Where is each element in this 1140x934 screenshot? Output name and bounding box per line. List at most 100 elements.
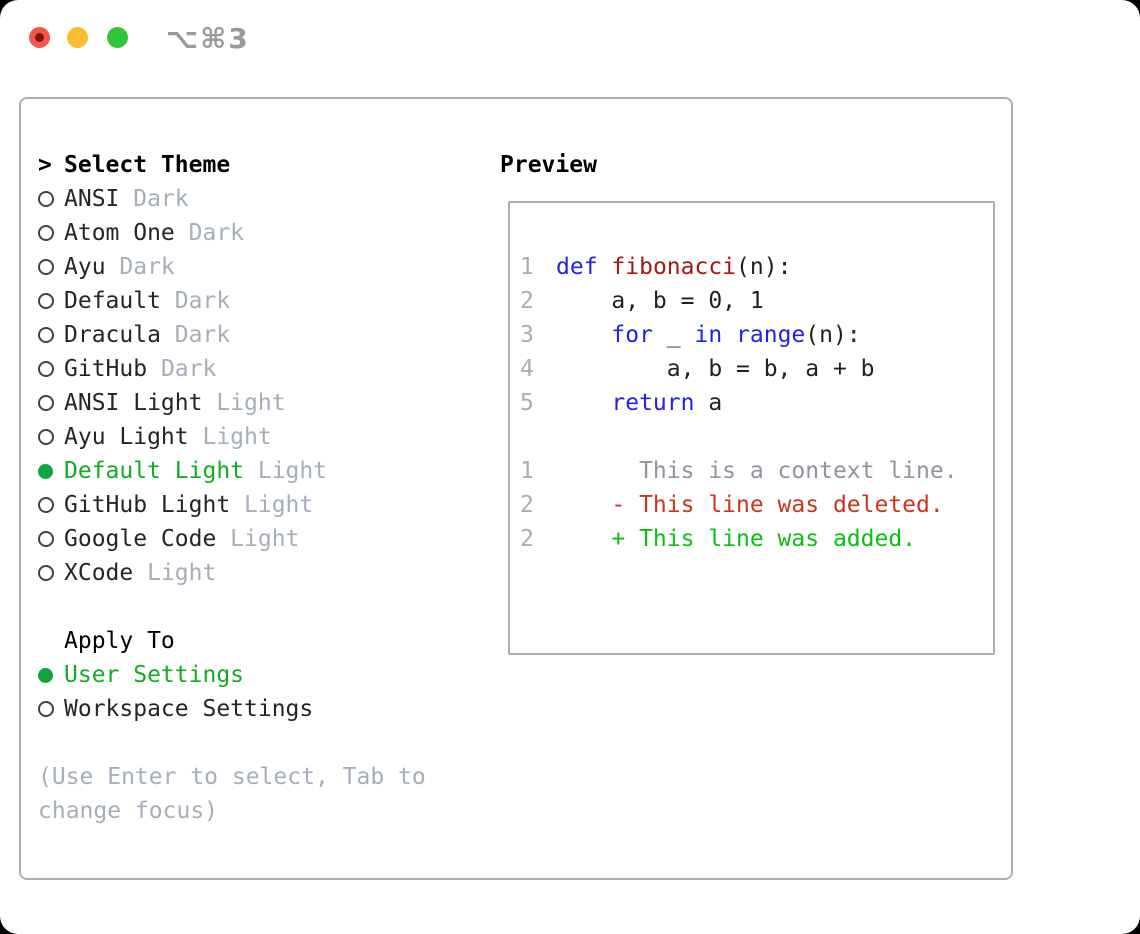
theme-variant: Dark: [147, 356, 217, 382]
radio-cell: [38, 182, 64, 216]
line-number: 4: [520, 356, 534, 382]
diff-line: 2 + This line was added.: [520, 522, 993, 556]
apply-option[interactable]: Workspace Settings: [38, 692, 313, 726]
diff-content: - This line was deleted.: [556, 492, 944, 518]
line-number: 2: [520, 288, 534, 314]
code-line: 5 return a: [520, 386, 993, 420]
code-token: a: [694, 390, 723, 416]
apply-option-label: Workspace Settings: [64, 696, 314, 722]
apply-option-label: User Settings: [64, 662, 245, 688]
theme-option[interactable]: Default Dark: [38, 284, 327, 318]
radio-unselected-icon: [38, 361, 54, 377]
apply-to-header: Apply To: [38, 624, 313, 658]
code-content: def fibonacci(n):: [556, 254, 791, 280]
theme-variant: Dark: [119, 186, 189, 212]
code-token: [556, 390, 611, 416]
code-token: range: [736, 322, 806, 348]
code-token: in: [694, 322, 723, 348]
theme-option[interactable]: GitHub Dark: [38, 352, 327, 386]
theme-name: Google Code: [64, 526, 217, 552]
code-content: a, b = 0, 1: [556, 288, 763, 314]
select-theme-title: Select Theme: [64, 152, 231, 178]
code-token: [722, 322, 736, 348]
radio-cell: [38, 454, 64, 488]
diff-content: + This line was added.: [556, 526, 917, 552]
radio-cell: [38, 658, 64, 692]
theme-name: Default Light: [64, 458, 245, 484]
radio-cell: [38, 522, 64, 556]
radio-cell: [38, 250, 64, 284]
theme-name: Ayu Light: [64, 424, 189, 450]
theme-option[interactable]: Atom One Dark: [38, 216, 327, 250]
theme-variant: Dark: [160, 288, 231, 314]
titlebar: ⌥⌘3: [0, 0, 1140, 76]
theme-name: ANSI Light: [64, 390, 203, 416]
theme-variant: Light: [216, 526, 300, 552]
code-token: (n):: [736, 254, 792, 280]
code-line: 3 for _ in range(n):: [520, 318, 993, 352]
theme-option[interactable]: Dracula Dark: [38, 318, 327, 352]
zoom-button[interactable]: [107, 27, 128, 48]
radio-cell: [38, 420, 64, 454]
theme-name: Atom One: [64, 220, 175, 246]
code-content: a, b = b, a + b: [556, 356, 875, 382]
theme-name: XCode: [64, 560, 134, 586]
theme-option[interactable]: Default Light Light: [38, 454, 327, 488]
line-number: 1: [520, 458, 534, 484]
theme-option[interactable]: ANSI Light Light: [38, 386, 327, 420]
apply-option[interactable]: User Settings: [38, 658, 313, 692]
theme-option[interactable]: Ayu Light Light: [38, 420, 327, 454]
theme-name: GitHub: [64, 356, 148, 382]
diff-line: 2 - This line was deleted.: [520, 488, 993, 522]
code-token: fibonacci: [611, 254, 737, 280]
code-token: (n):: [805, 322, 861, 348]
theme-name: ANSI: [64, 186, 120, 212]
theme-option[interactable]: Ayu Dark: [38, 250, 327, 284]
close-button[interactable]: [29, 27, 50, 48]
diff-line: 1 This is a context line.: [520, 454, 993, 488]
radio-unselected-icon: [38, 429, 54, 445]
code-token: for: [611, 322, 653, 348]
radio-cell: [38, 352, 64, 386]
theme-option[interactable]: GitHub Light Light: [38, 488, 327, 522]
prompt-caret: >: [38, 152, 52, 178]
radio-unselected-icon: [38, 531, 54, 547]
theme-option[interactable]: Google Code Light: [38, 522, 327, 556]
code-content: for _ in range(n):: [556, 322, 861, 348]
theme-variant: Dark: [160, 322, 231, 348]
radio-unselected-icon: [38, 395, 54, 411]
radio-cell: [38, 488, 64, 522]
theme-name: Default: [64, 288, 161, 314]
preview-title: Preview: [500, 152, 597, 178]
theme-name: GitHub Light: [64, 492, 231, 518]
theme-option[interactable]: ANSI Dark: [38, 182, 327, 216]
line-number: 2: [520, 492, 534, 518]
select-theme-header: > Select Theme: [38, 148, 327, 182]
blank-line: [520, 420, 993, 454]
radio-unselected-icon: [38, 327, 54, 343]
minimize-button[interactable]: [67, 27, 88, 48]
radio-unselected-icon: [38, 225, 54, 241]
radio-unselected-icon: [38, 293, 54, 309]
line-number: 5: [520, 390, 534, 416]
theme-option[interactable]: XCode Light: [38, 556, 327, 590]
code-token: [598, 254, 612, 280]
code-token: a, b = b, a + b: [556, 356, 875, 382]
theme-variant: Dark: [174, 220, 245, 246]
theme-variant: Light: [133, 560, 217, 586]
code-line: 4 a, b = b, a + b: [520, 352, 993, 386]
close-dot-icon: [35, 33, 44, 42]
radio-cell: [38, 284, 64, 318]
radio-selected-icon: [38, 667, 53, 683]
radio-cell: [38, 216, 64, 250]
code-token: def: [556, 254, 598, 280]
radio-unselected-icon: [38, 259, 54, 275]
radio-unselected-icon: [38, 191, 54, 207]
radio-selected-icon: [38, 463, 53, 479]
apply-to-title: Apply To: [64, 628, 175, 654]
code-token: _: [652, 322, 695, 348]
